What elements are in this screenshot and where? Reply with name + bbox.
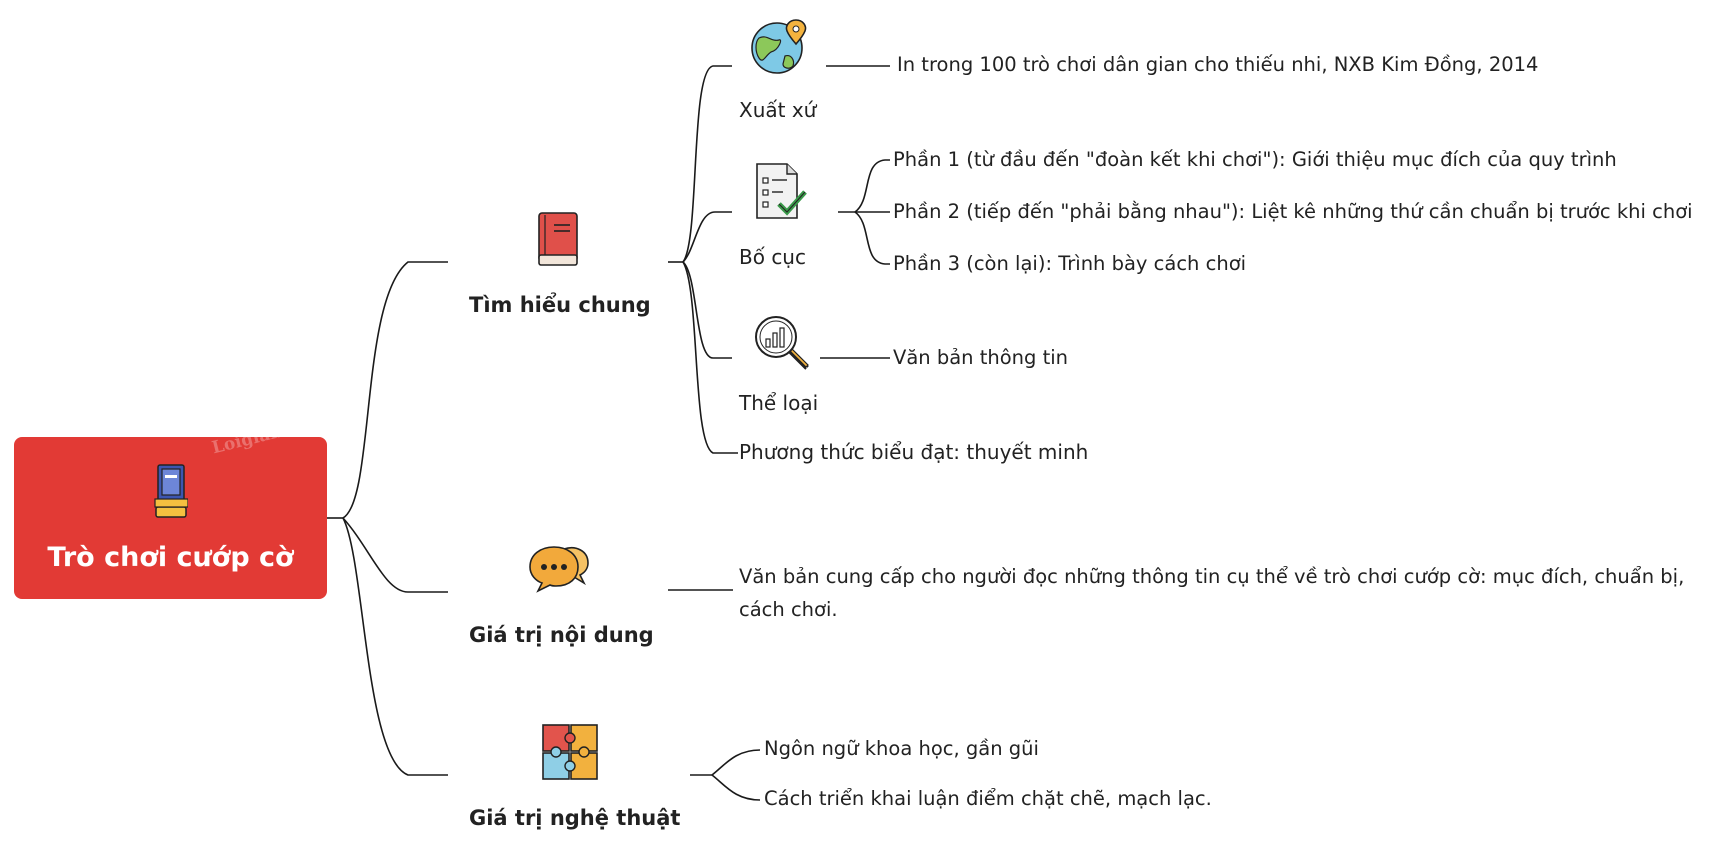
puzzle-icon (541, 723, 599, 785)
leaf-bo-cuc-part-1: Phần 1 (từ đầu đến "đoàn kết khi chơi"):… (893, 148, 1617, 171)
branch-gia-tri-noi-dung: Giá trị nội dung (469, 623, 654, 647)
root-node: Loigiaihay Trò chơi cướp cờ (14, 437, 327, 599)
leaf-xuat-xu-text: In trong 100 trò chơi dân gian cho thiếu… (897, 53, 1539, 76)
magnifier-chart-icon (752, 313, 812, 377)
leaf-bo-cuc-part-2: Phần 2 (tiếp đến "phải bằng nhau"): Liệt… (893, 200, 1693, 223)
leaf-noi-dung-text: Văn bản cung cấp cho người đọc những thô… (739, 565, 1685, 621)
checklist-icon (753, 162, 809, 226)
root-title: Trò chơi cướp cờ (47, 542, 294, 573)
sub-the-loai: Thể loại (739, 391, 819, 415)
leaf-the-loai-text: Văn bản thông tin (893, 346, 1069, 369)
leaf-bo-cuc-part-3: Phần 3 (còn lại): Trình bày cách chơi (893, 252, 1247, 275)
watermark: Loigiaihay (210, 437, 311, 458)
leaf-nghe-thuat-item-2: Cách triển khai luận điểm chặt chẽ, mạch… (764, 787, 1212, 810)
red-book-icon (536, 211, 580, 271)
sub-xuat-xu: Xuất xứ (739, 98, 817, 122)
globe-pin-icon (749, 16, 809, 80)
sub-phuong-thuc-bieu-dat: Phương thức biểu đạt: thuyết minh (739, 440, 1089, 464)
branch-tim-hieu-chung: Tìm hiểu chung (469, 293, 651, 317)
chat-bubbles-icon (528, 543, 592, 597)
book-icon (154, 463, 189, 523)
leaf-nghe-thuat-item-1: Ngôn ngữ khoa học, gần gũi (764, 737, 1039, 760)
branch-gia-tri-nghe-thuat: Giá trị nghệ thuật (469, 806, 681, 830)
sub-bo-cuc: Bố cục (739, 245, 806, 269)
